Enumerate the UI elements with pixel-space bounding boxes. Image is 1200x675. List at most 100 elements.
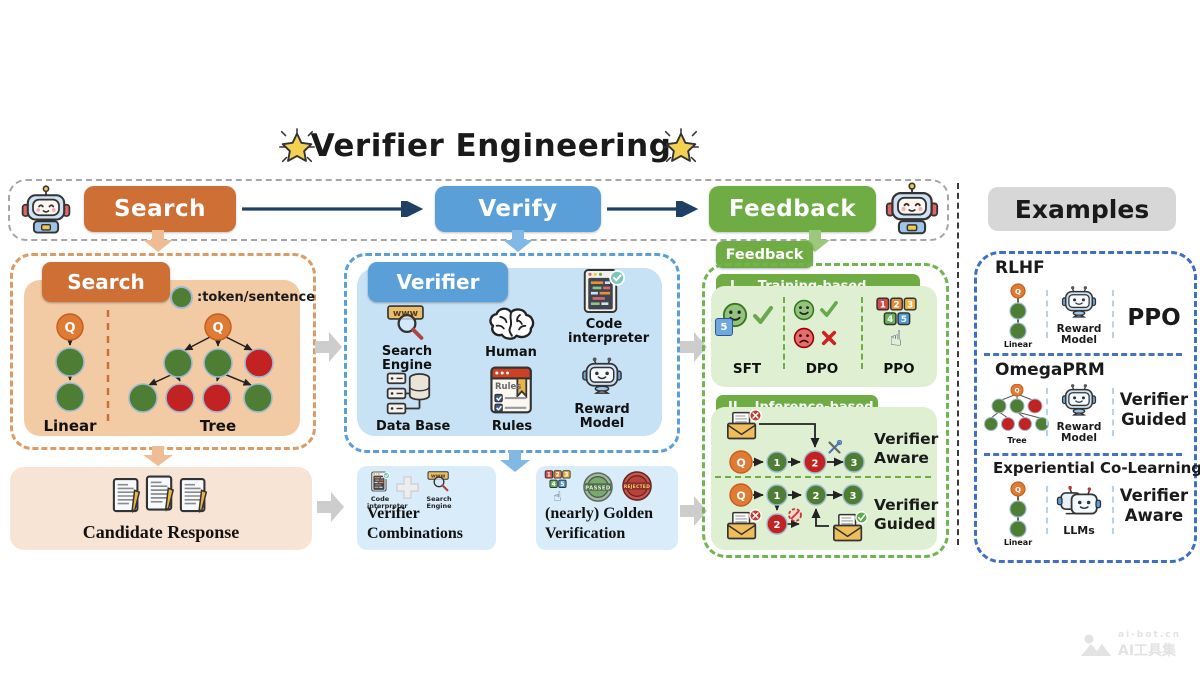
plus-icon: [396, 476, 419, 499]
check-icon: [820, 301, 838, 317]
arrow-verify-to-feedback: [607, 201, 699, 217]
q-label: Q: [736, 490, 745, 503]
divider: [1046, 290, 1048, 338]
token-node-icon: [170, 286, 193, 309]
document-icon: [145, 474, 178, 514]
envelope-approved-icon: [832, 511, 868, 542]
combo-search-engine: Search Engine: [423, 470, 455, 510]
svg-text:Tree: Tree: [1007, 436, 1027, 445]
example-rlhf-title: RLHF: [995, 258, 1045, 278]
divider: [1046, 486, 1048, 534]
watermark: ai-bot.cn AI工具集: [1080, 630, 1181, 660]
verifier-item-human: Human: [483, 306, 539, 360]
document-icon: [112, 477, 144, 515]
down-arrow-candidate: [143, 446, 173, 466]
reward-model-icon: [1060, 284, 1098, 322]
verifier-guided-label: Verifier Guided: [874, 496, 939, 533]
watermark-site: ai-bot.cn: [1118, 630, 1181, 640]
legend: :token/sentence: [170, 286, 315, 309]
reward-model-label: Reward Model: [1056, 421, 1102, 444]
code-interpreter-icon: [583, 268, 625, 314]
llms-label: LLMs: [1063, 524, 1095, 537]
examples-header: Examples: [988, 187, 1176, 231]
verifier-item-reward-model: Reward Model: [572, 355, 632, 431]
svg-text:3: 3: [850, 491, 857, 502]
ai-bot-logo-icon: [1080, 632, 1112, 658]
dpo-label: DPO: [805, 361, 839, 377]
envelope-rejected-icon: [726, 409, 762, 440]
divider: [1112, 486, 1114, 534]
arrow-candidate-to-combinations: [317, 492, 344, 522]
mini-linear-chain: Q Linear: [1004, 481, 1032, 547]
green-node: [55, 347, 85, 377]
q-label: Q: [64, 321, 75, 336]
svg-text:Q: Q: [1015, 486, 1021, 494]
verifier-combinations-label: Verifier Combinations: [367, 505, 464, 542]
brain-icon: [486, 306, 536, 342]
tools-icon: [828, 440, 842, 454]
divider: [1046, 388, 1048, 436]
colearning-method: Verifier Aware: [1119, 486, 1189, 525]
sft-label: SFT: [732, 361, 762, 377]
example-colearning-title: Experiential Co-Learning: [993, 459, 1200, 477]
divider: [861, 297, 863, 369]
svg-text:Linear: Linear: [1004, 340, 1032, 349]
robot-icon: [884, 181, 940, 237]
svg-text:Q: Q: [1015, 288, 1021, 296]
arrow-search-to-verify: [242, 201, 424, 217]
svg-text:2: 2: [774, 520, 781, 531]
tree-label: Tree: [200, 417, 236, 435]
rlhf-method: PPO: [1127, 305, 1181, 331]
svg-text:2: 2: [812, 459, 819, 470]
golden-verification-box: (nearly) Golden Verification: [536, 466, 678, 550]
arrow-verifier-to-feedback: [680, 332, 707, 362]
pipeline-search-button: Search: [84, 186, 236, 232]
verifier-guided-diagram: Q 1 2 3 2: [726, 483, 868, 542]
code-interpreter-icon: [371, 471, 390, 492]
star-icon: [660, 126, 702, 168]
arrow-search-to-verifier: [315, 332, 342, 362]
verifier-aware-diagram: Q 1 2 3: [726, 409, 865, 474]
prohibited-icon: [788, 508, 802, 522]
verifier-panel-tab: Verifier: [368, 262, 508, 302]
down-arrow-search: [143, 230, 173, 252]
reward-model-label: Reward Model: [1056, 323, 1102, 346]
cross-icon: [821, 330, 837, 346]
search-engine-icon: [425, 470, 453, 492]
sad-face-icon: [793, 327, 815, 349]
envelope-rejected-icon: [726, 509, 762, 540]
pipeline-verify-button: Verify: [435, 186, 601, 232]
robot-icon: [20, 184, 72, 236]
svg-text:3: 3: [851, 458, 858, 469]
divider: [984, 353, 1182, 356]
divider: [1112, 290, 1114, 338]
down-arrow-feedback: [800, 230, 830, 252]
feedback-panel: [702, 263, 949, 558]
golden-verification-label: (nearly) Golden Verification: [545, 505, 653, 542]
q-label: Q: [212, 321, 223, 336]
verifier-item-code-interpreter: Code interpreter: [568, 268, 649, 346]
rules-icon: [487, 364, 537, 416]
green-node: [55, 382, 85, 412]
omegaprm-method: Verifier Guided: [1119, 390, 1189, 429]
verifier-combinations-box: Code interpreter Search Engine Verifier …: [357, 466, 496, 550]
rejected-stamp-icon: [622, 471, 652, 501]
verifier-item-data-base: Data Base: [376, 370, 450, 434]
search-panel-tab: Search: [42, 262, 170, 302]
page-title: Verifier Engineering: [310, 128, 672, 164]
svg-text:2: 2: [813, 491, 820, 502]
watermark-brand: AI工具集: [1118, 643, 1177, 659]
divider: [1112, 388, 1114, 436]
divider: [783, 297, 785, 369]
legend-label: :token/sentence: [197, 290, 316, 305]
divider: [984, 453, 1182, 456]
reward-model-icon: [580, 355, 624, 399]
rating-icon: [544, 470, 572, 505]
down-arrow-verify: [503, 230, 533, 252]
verifier-item-rules: Rules: [485, 364, 539, 434]
examples-panel: [974, 251, 1197, 563]
candidate-response-label: Candidate Response: [82, 522, 240, 542]
arrow-golden-to-feedback: [680, 496, 707, 526]
score-badge: 5: [715, 318, 733, 336]
svg-text:1: 1: [774, 458, 781, 469]
